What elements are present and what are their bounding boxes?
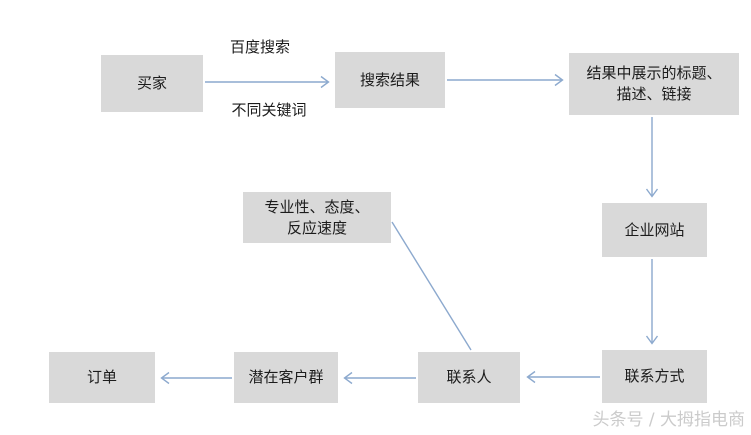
- node-search-results: 搜索结果: [335, 52, 445, 108]
- node-professionalism: 专业性、态度、 反应速度: [243, 192, 391, 243]
- node-company-website: 企业网站: [602, 203, 707, 257]
- edge-label-baidu-search: 百度搜索: [229, 38, 290, 56]
- node-potential-customers: 潜在客户群: [234, 352, 338, 403]
- node-contact-method: 联系方式: [602, 350, 707, 403]
- watermark-text: 头条号 / 大拇指电商: [592, 410, 745, 430]
- node-buyer: 买家: [101, 55, 203, 112]
- node-order: 订单: [49, 352, 155, 403]
- connector-professionalism-to-contact-person: [391, 221, 472, 351]
- node-contact-person: 联系人: [418, 352, 520, 403]
- node-result-listing: 结果中展示的标题、 描述、链接: [569, 53, 739, 115]
- edge-label-different-keywords: 不同关键词: [231, 101, 307, 119]
